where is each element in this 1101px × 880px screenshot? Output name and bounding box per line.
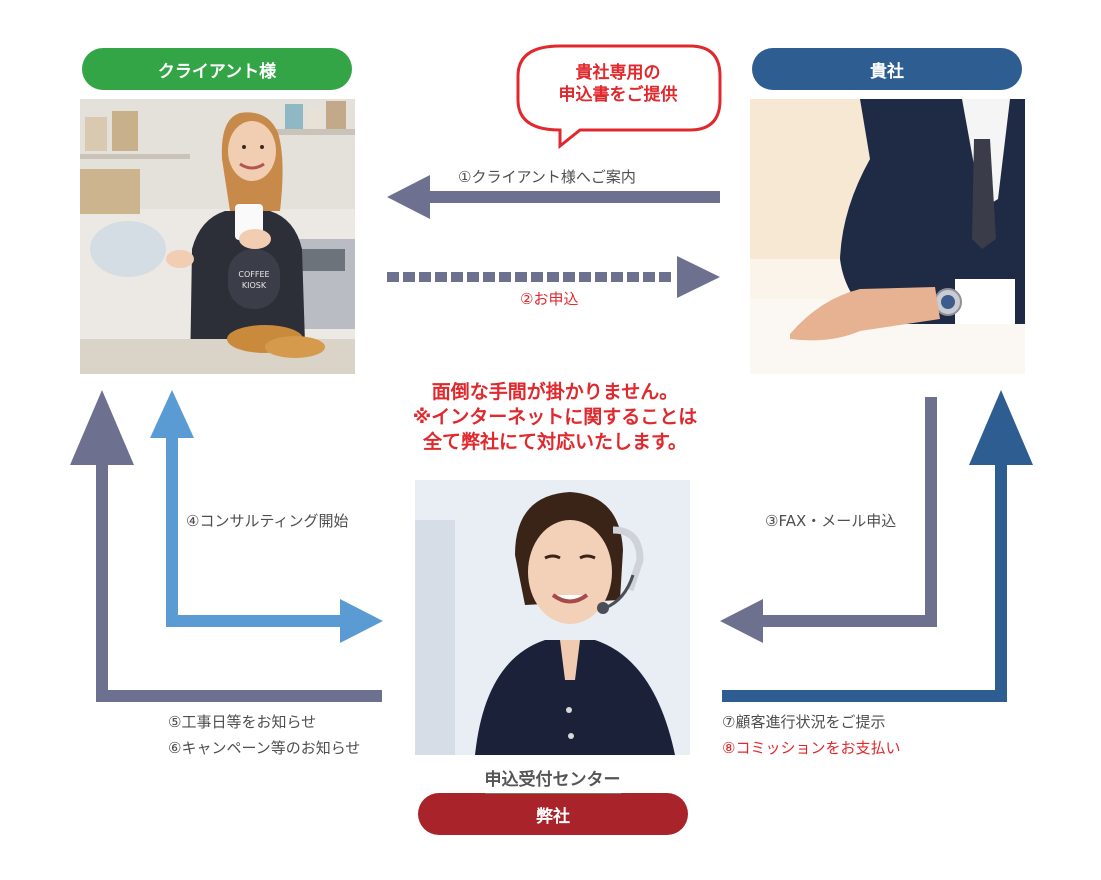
arrow-step7-8 (722, 390, 1033, 702)
center-caption-text: 申込受付センター (484, 770, 621, 794)
us-pill: 弊社 (418, 793, 688, 835)
arrow-step3 (720, 397, 937, 643)
bubble-line2: 申込書をご提供 (558, 85, 678, 105)
you-photo (750, 99, 1025, 374)
arrow-step2 (387, 256, 720, 298)
client-photo: COFFEE KIOSK (80, 99, 355, 374)
client-label: クライアント様 (157, 61, 277, 82)
bubble-text: 貴社専用の 申込書をご提供 (522, 62, 714, 106)
step4-label: ④コンサルティング開始 (186, 512, 349, 530)
client-pill: クライアント様 (82, 48, 352, 90)
arrow-step5-6 (70, 390, 382, 702)
arrow-step1 (387, 175, 720, 219)
bubble-line1: 貴社専用の (575, 63, 661, 83)
step7-label: ⑦顧客進行状況をご提示 (722, 713, 886, 731)
you-label: 貴社 (870, 61, 904, 82)
step2-label: ②お申込 (520, 290, 579, 308)
notice-line2: ※インターネットに関することは (412, 406, 698, 428)
arrow-step4 (150, 390, 383, 643)
notice-line3: 全て弊社にて対応いたします。 (422, 431, 688, 453)
center-photo (415, 480, 690, 755)
step5-label: ⑤工事日等をお知らせ (168, 713, 317, 731)
us-label: 弊社 (536, 806, 570, 827)
speech-bubble (516, 44, 722, 150)
step8-label: ⑧コミッションをお支払い (722, 739, 901, 757)
svg-text:COFFEE: COFFEE (238, 270, 269, 279)
notice-text: 面倒な手間が掛かりません。 ※インターネットに関することは 全て弊社にて対応いた… (385, 380, 725, 455)
center-caption: 申込受付センター (415, 765, 690, 794)
step6-label: ⑥キャンペーン等のお知らせ (168, 739, 361, 757)
svg-text:KIOSK: KIOSK (242, 281, 267, 290)
step1-label: ①クライアント様へご案内 (458, 168, 636, 186)
notice-line1: 面倒な手間が掛かりません。 (431, 381, 679, 403)
you-pill: 貴社 (752, 48, 1022, 90)
step3-label: ③FAX・メール申込 (765, 512, 897, 530)
